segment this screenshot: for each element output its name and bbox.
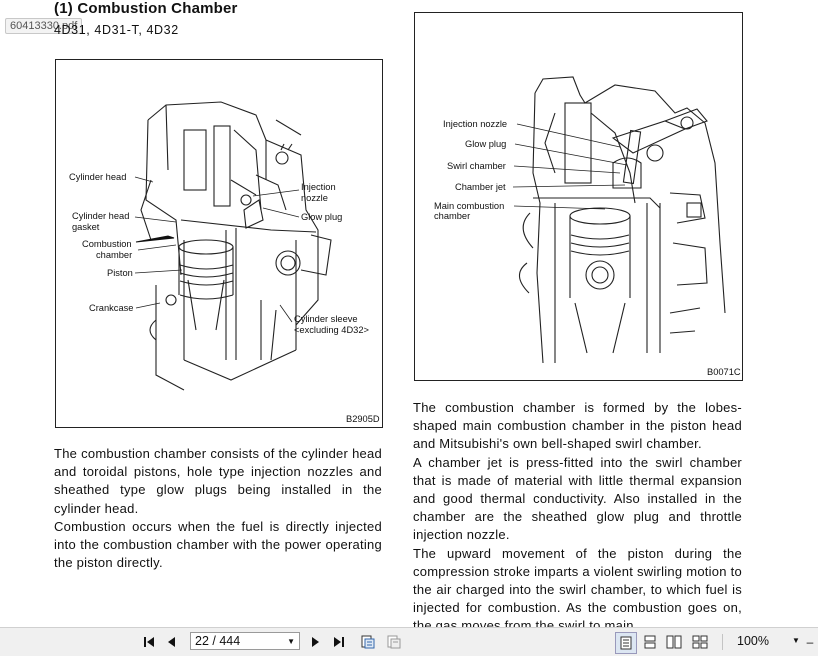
- label-injection-nozzle-line2: nozzle: [301, 193, 328, 203]
- paragraph: The combustion chamber consists of the c…: [54, 446, 382, 516]
- next-page-button[interactable]: [306, 632, 324, 652]
- label-crankcase: Crankcase: [89, 303, 134, 313]
- continuous-view-button[interactable]: [640, 632, 660, 652]
- back-view-icon: [361, 635, 375, 649]
- label-main-combustion-line1: Main combustion: [434, 201, 505, 211]
- forward-view-icon: [387, 635, 401, 649]
- zoom-dropdown-icon[interactable]: ▼: [792, 636, 800, 645]
- single-page-icon: [620, 636, 632, 650]
- figure-combustion-chamber-cutaway: Cylinder head Cylinder head gasket Combu…: [55, 59, 383, 428]
- label-piston: Piston: [107, 268, 133, 278]
- engine-cutaway-drawing: [134, 101, 332, 391]
- go-forward-view-button[interactable]: [384, 632, 404, 652]
- zoom-level[interactable]: 100%: [737, 634, 769, 648]
- figure-code: B2905D: [346, 414, 380, 424]
- label-glow-plug: Glow plug: [465, 139, 507, 149]
- section-heading: (1) Combustion Chamber: [54, 0, 238, 17]
- previous-page-button[interactable]: [163, 632, 181, 652]
- more-icon: –: [806, 635, 814, 649]
- figure-swirl-chamber-cutaway: Injection nozzle Glow plug Swirl chamber…: [414, 12, 743, 381]
- last-page-icon: [334, 637, 344, 647]
- paragraph: A chamber jet is press-fitted into the s…: [413, 454, 742, 543]
- swirl-chamber-drawing: [512, 76, 726, 364]
- paragraph: The combustion chamber is formed by the …: [413, 400, 742, 452]
- section-number: (1): [54, 0, 73, 17]
- page-dropdown-icon[interactable]: ▼: [287, 637, 295, 646]
- go-back-view-button[interactable]: [358, 632, 378, 652]
- first-page-icon: [144, 637, 154, 647]
- viewer-toolbar: 22 / 444 ▼ 100% ▼ –: [0, 627, 818, 656]
- label-cylinder-head-gasket-line1: Cylinder head: [72, 211, 130, 221]
- continuous-facing-icon: [692, 635, 708, 649]
- first-page-button[interactable]: [140, 632, 158, 652]
- page-number-value: 22 / 444: [195, 634, 241, 648]
- right-body-text: The combustion chamber is formed by the …: [413, 399, 742, 627]
- label-combustion-chamber-line1: Combustion: [82, 239, 132, 249]
- label-combustion-chamber-line2: chamber: [96, 250, 133, 260]
- label-main-combustion-line2: chamber: [434, 211, 471, 221]
- toolbar-separator: [722, 634, 723, 650]
- continuous-page-icon: [644, 635, 656, 649]
- continuous-facing-view-button[interactable]: [690, 632, 710, 652]
- label-cylinder-head-gasket-line2: gasket: [72, 222, 100, 232]
- last-page-button[interactable]: [330, 632, 348, 652]
- section-title: Combustion Chamber: [77, 0, 238, 17]
- engine-models: 4D31, 4D31-T, 4D32: [54, 23, 179, 37]
- label-cylinder-head: Cylinder head: [69, 172, 127, 182]
- facing-view-button[interactable]: [664, 632, 684, 652]
- figure-code: B0071C: [707, 367, 741, 377]
- next-page-icon: [312, 637, 319, 647]
- label-injection-nozzle: Injection nozzle: [443, 119, 508, 129]
- previous-page-icon: [168, 637, 175, 647]
- paragraph: The upward movement of the piston during…: [413, 545, 742, 627]
- label-glow-plug: Glow plug: [301, 212, 343, 222]
- zoom-options-button[interactable]: –: [803, 632, 817, 652]
- document-tab[interactable]: 60413330.pdf: [5, 18, 83, 34]
- page-number-field[interactable]: 22 / 444 ▼: [190, 632, 300, 650]
- facing-pages-icon: [666, 635, 682, 649]
- paragraph: Combustion occurs when the fuel is direc…: [54, 518, 382, 571]
- label-injection-nozzle-line1: Injection: [301, 182, 336, 192]
- label-swirl-chamber: Swirl chamber: [447, 161, 506, 171]
- single-page-view-button[interactable]: [615, 632, 637, 654]
- label-cylinder-sleeve-line2: <excluding 4D32>: [294, 325, 369, 335]
- label-cylinder-sleeve-line1: Cylinder sleeve: [294, 314, 358, 324]
- document-page: 60413330.pdf (1) Combustion Chamber 4D31…: [5, 0, 743, 627]
- label-chamber-jet: Chamber jet: [455, 182, 506, 192]
- left-body-text: The combustion chamber consists of the c…: [54, 445, 382, 572]
